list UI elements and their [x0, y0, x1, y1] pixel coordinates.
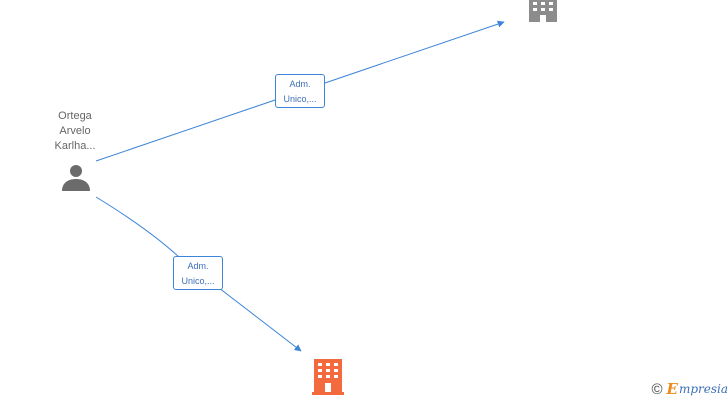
person-name-line: Arvelo	[59, 125, 91, 137]
person-name-line: Karlha...	[54, 140, 96, 152]
copyright-icon: ©	[651, 380, 663, 398]
edge-label-line: Unico,...	[181, 276, 215, 286]
person-icon[interactable]	[62, 165, 90, 191]
brand-watermark: © E mpresia	[651, 378, 728, 400]
edge-label-line: Unico,...	[283, 94, 317, 104]
edge-label-1[interactable]: Adm. Unico,...	[275, 74, 325, 108]
edge-label-line: Adm.	[187, 261, 209, 271]
building-icon-highlight[interactable]	[312, 359, 344, 395]
edge-label-line: Adm.	[289, 79, 311, 89]
brand-logo-initial: E	[666, 379, 678, 398]
building-icon[interactable]	[529, 0, 557, 22]
brand-logo-text: mpresia	[678, 382, 728, 396]
edge-label-2[interactable]: Adm. Unico,...	[173, 256, 223, 290]
person-name-line: Ortega	[58, 110, 92, 122]
person-name[interactable]: Ortega Arvelo Karlha...	[38, 109, 112, 154]
